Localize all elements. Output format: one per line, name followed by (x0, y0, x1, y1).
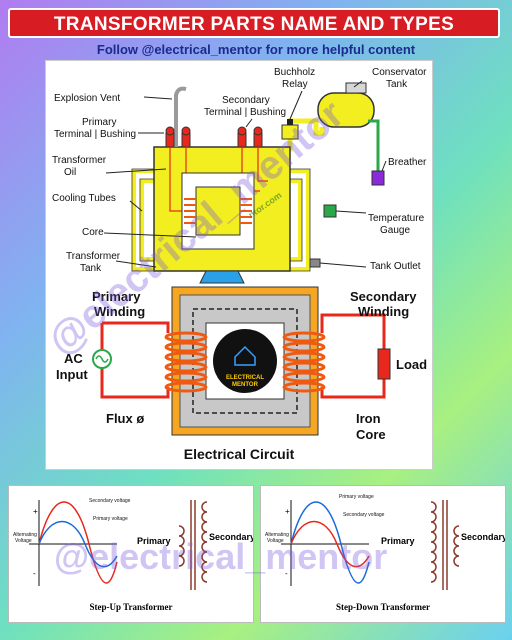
step-up-primary-label: Primary (137, 536, 171, 546)
label-secondary-terminal-1: Secondary (222, 95, 270, 106)
label-primary-winding-1: Primary (92, 289, 141, 304)
label-buchholz-1: Buchholz (274, 67, 315, 78)
step-up-minus: - (33, 569, 36, 578)
step-up-label-primary-voltage: Primary voltage (93, 516, 128, 522)
logo-text-2: MENTOR (232, 382, 259, 388)
step-down-panel: Primary voltage Secondary voltage Altern… (260, 485, 506, 623)
step-down-caption: Step-Down Transformer (336, 602, 430, 612)
label-transformer-tank-1: Transformer (66, 251, 121, 262)
label-electrical-circuit: Electrical Circuit (184, 446, 295, 462)
logo-text-1: ELECTRICAL (226, 375, 264, 381)
label-flux: Flux ø (106, 411, 144, 426)
primary-bushings (165, 126, 191, 148)
step-up-label-secondary-voltage: Secondary voltage (89, 498, 131, 504)
step-down-label-secondary-voltage: Secondary voltage (343, 512, 385, 518)
primary-voltage-wave (38, 520, 118, 568)
step-up-panel: Secondary voltage Primary voltage Altern… (8, 485, 254, 623)
label-primary-terminal-1: Primary (82, 117, 116, 128)
secondary-voltage-wave (290, 520, 370, 568)
step-up-axis-label-1: Alternating (13, 532, 37, 538)
step-up-transformer-symbol (178, 500, 208, 590)
label-secondary-terminal-2: Terminal | Bushing (204, 107, 286, 118)
transformer-diagram-panel: Explosion Vent Primary Terminal | Bushin… (45, 60, 433, 470)
transformer-diagram: Explosion Vent Primary Terminal | Bushin… (52, 67, 427, 462)
label-secondary-winding-1: Secondary (350, 289, 417, 304)
secondary-bushings (237, 126, 263, 148)
buchholz-relay (281, 119, 299, 140)
breather-icon (371, 170, 385, 186)
step-down-plus: + (285, 507, 290, 516)
label-temperature-gauge-1: Temperature (368, 213, 425, 224)
label-cooling-tubes: Cooling Tubes (52, 193, 116, 204)
tank-outlet-icon (309, 258, 321, 268)
tank-base (199, 270, 245, 284)
label-ac-input-2: Input (56, 367, 88, 382)
secondary-voltage-wave (38, 501, 118, 584)
label-conservator-1: Conservator (372, 67, 427, 78)
label-iron-core-2: Core (356, 427, 386, 442)
explosion-vent (174, 86, 187, 147)
step-down-axis-label-1: Alternating (265, 532, 289, 538)
label-transformer-tank-2: Tank (80, 263, 102, 274)
label-primary-terminal-2: Terminal | Bushing (54, 129, 136, 140)
label-tank-outlet: Tank Outlet (370, 261, 421, 272)
primary-voltage-wave (290, 501, 370, 584)
label-ac-input-1: AC (64, 351, 83, 366)
label-primary-winding-2: Winding (94, 304, 145, 319)
label-conservator-2: Tank (386, 79, 408, 90)
temperature-gauge-icon (323, 204, 337, 218)
step-up-axis-label-2: Voltage (15, 538, 32, 544)
step-down-secondary-label: Secondary (461, 532, 505, 542)
label-iron-core-1: Iron (356, 411, 381, 426)
label-breather: Breather (388, 157, 427, 168)
step-up-diagram: Secondary voltage Primary voltage Altern… (13, 498, 253, 612)
label-transformer-oil-1: Transformer (52, 155, 107, 166)
load-icon (377, 348, 391, 380)
step-up-caption: Step-Up Transformer (90, 602, 173, 612)
page-title: TRANSFORMER PARTS NAME AND TYPES (8, 8, 500, 38)
electrical-mentor-logo (213, 329, 277, 393)
label-buchholz-2: Relay (282, 79, 308, 90)
label-transformer-oil-2: Oil (64, 167, 76, 178)
conservator-tank (317, 82, 375, 128)
step-down-transformer-symbol (430, 500, 460, 590)
label-temperature-gauge-2: Gauge (380, 225, 410, 236)
step-down-axis-label-2: Voltage (267, 538, 284, 544)
electrical-circuit: ELECTRICAL MENTOR (92, 286, 391, 436)
label-load: Load (396, 357, 427, 372)
page-subtitle: Follow @electrical_mentor for more helpf… (96, 42, 416, 57)
label-explosion-vent: Explosion Vent (54, 93, 120, 104)
step-down-label-primary-voltage: Primary voltage (339, 494, 374, 500)
step-down-diagram: Primary voltage Secondary voltage Altern… (265, 494, 505, 612)
label-secondary-winding-2: Winding (358, 304, 409, 319)
label-core: Core (82, 227, 104, 238)
step-up-plus: + (33, 507, 38, 516)
step-down-minus: - (285, 569, 288, 578)
step-down-primary-label: Primary (381, 536, 415, 546)
cooling-tubes (132, 169, 310, 271)
step-up-secondary-label: Secondary (209, 532, 253, 542)
